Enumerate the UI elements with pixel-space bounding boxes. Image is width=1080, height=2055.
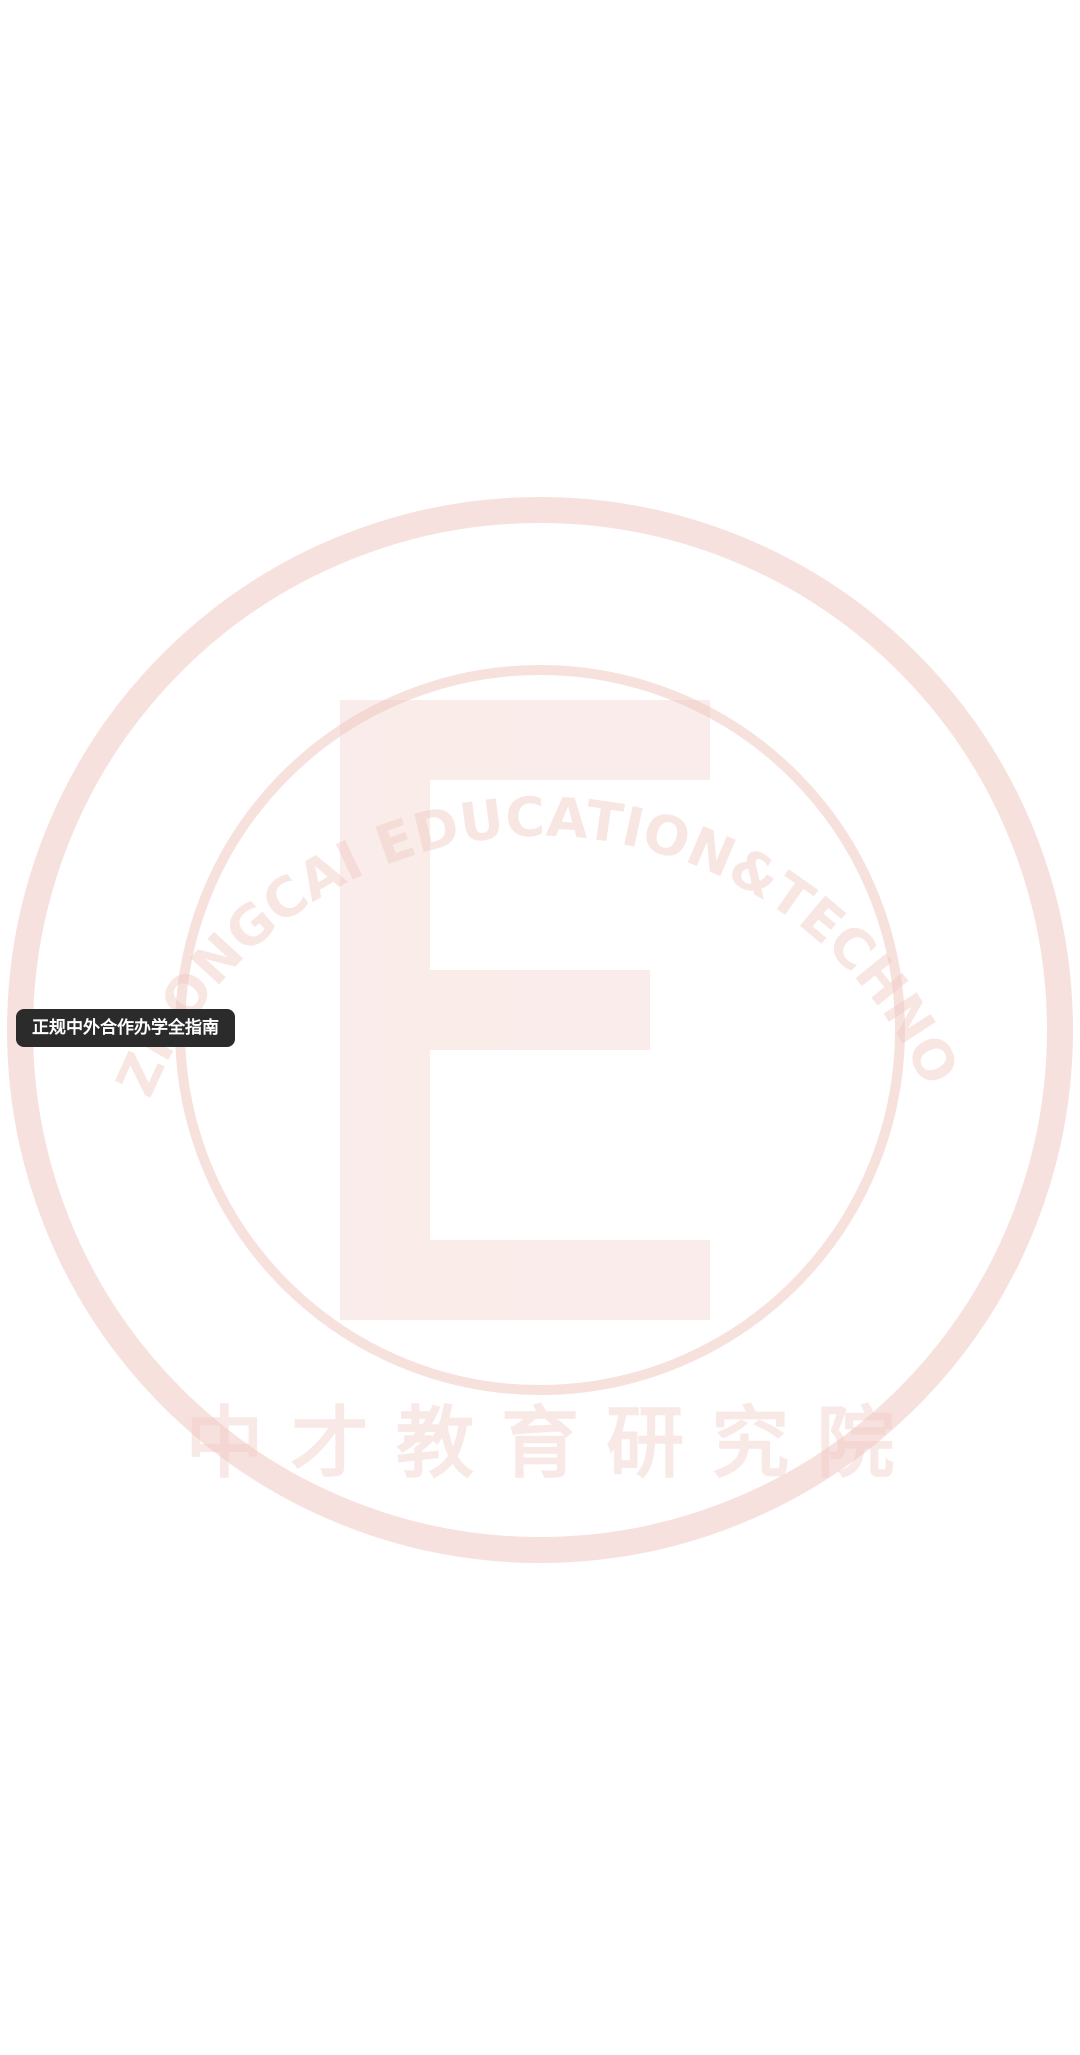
watermark-shape-1 <box>340 700 430 1320</box>
watermark-shape-3 <box>430 970 650 1050</box>
watermark-shape-4 <box>430 1240 710 1320</box>
watermark-letters <box>340 700 710 1320</box>
root-node: 正规中外合作办学全指南 <box>16 1008 235 1048</box>
watermark-shape-2 <box>430 700 710 780</box>
watermark-cn-text: 中 才 教 育 研 究 院 <box>186 1399 895 1489</box>
